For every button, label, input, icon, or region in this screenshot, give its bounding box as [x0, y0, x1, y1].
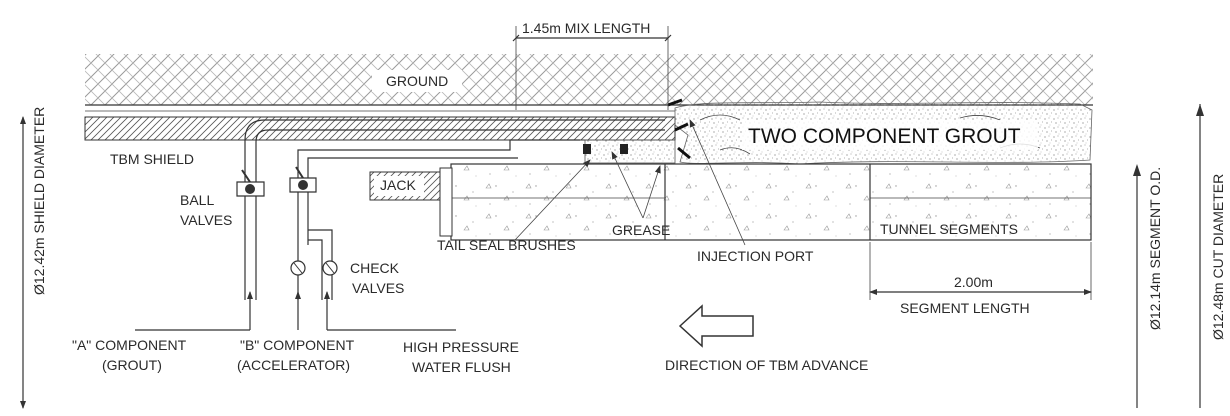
a-component-label-2: (GROUT): [102, 357, 162, 373]
mix-length-dimension: [512, 26, 672, 110]
ball-valves-label-2: VALVES: [180, 212, 232, 228]
direction-label: DIRECTION OF TBM ADVANCE: [665, 357, 868, 373]
shield-diameter-label: Ø12.42m SHIELD DIAMETER: [31, 107, 47, 295]
ball-valves-label-1: BALL: [180, 192, 214, 208]
segment-od-label: Ø12.14m SEGMENT O.D.: [1147, 167, 1163, 330]
ball-valve-icon: [245, 184, 255, 194]
check-valves-label-2: VALVES: [352, 280, 404, 296]
segment-length-value: 2.00m: [954, 274, 993, 290]
grease-label: GREASE: [612, 222, 670, 238]
direction-arrow-icon: [678, 304, 754, 348]
tail-seal-brush-2: [620, 144, 628, 154]
tunnel-segments: [450, 163, 1092, 241]
b-component-label-2: (ACCELERATOR): [237, 357, 350, 373]
ground-region: [85, 54, 1093, 106]
hp-water-label-2: WATER FLUSH: [412, 359, 511, 375]
diameter-dimensions: [20, 104, 1204, 409]
grout-zone: [674, 101, 1093, 165]
b-component-label-1: "B" COMPONENT: [240, 337, 355, 353]
segment-length-label: SEGMENT LENGTH: [900, 300, 1030, 316]
ball-valves: [236, 166, 317, 197]
check-valves: [290, 260, 338, 276]
segment-length-dimension: [869, 242, 1092, 300]
tbm-shield: [84, 110, 676, 141]
tail-seal-brushes-label: TAIL SEAL BRUSHES: [437, 237, 576, 253]
jack: [369, 167, 453, 237]
injection-port-marks: [667, 98, 691, 160]
tunnel-segments-label: TUNNEL SEGMENTS: [880, 221, 1018, 237]
tail-seal-brush-1: [583, 144, 591, 154]
injection-port-label: INJECTION PORT: [697, 248, 814, 264]
pipes: [244, 119, 665, 300]
mix-length-label: 1.45m MIX LENGTH: [522, 20, 650, 36]
feed-arrows: [135, 291, 456, 331]
cut-diameter-label: Ø12.48m CUT DIAMETER: [1210, 174, 1226, 340]
hp-water-label-1: HIGH PRESSURE: [403, 339, 519, 355]
leader-lines: [514, 119, 746, 246]
jack-label: JACK: [380, 177, 416, 193]
grout-label: TWO COMPONENT GROUT: [748, 125, 1021, 148]
ball-valve-icon: [298, 180, 308, 190]
a-component-label-1: "A" COMPONENT: [72, 337, 187, 353]
ground-label: GROUND: [386, 73, 448, 89]
seal-pocket: [583, 139, 676, 164]
check-valves-label-1: CHECK: [350, 260, 400, 276]
tbm-shield-label: TBM SHIELD: [110, 151, 194, 167]
